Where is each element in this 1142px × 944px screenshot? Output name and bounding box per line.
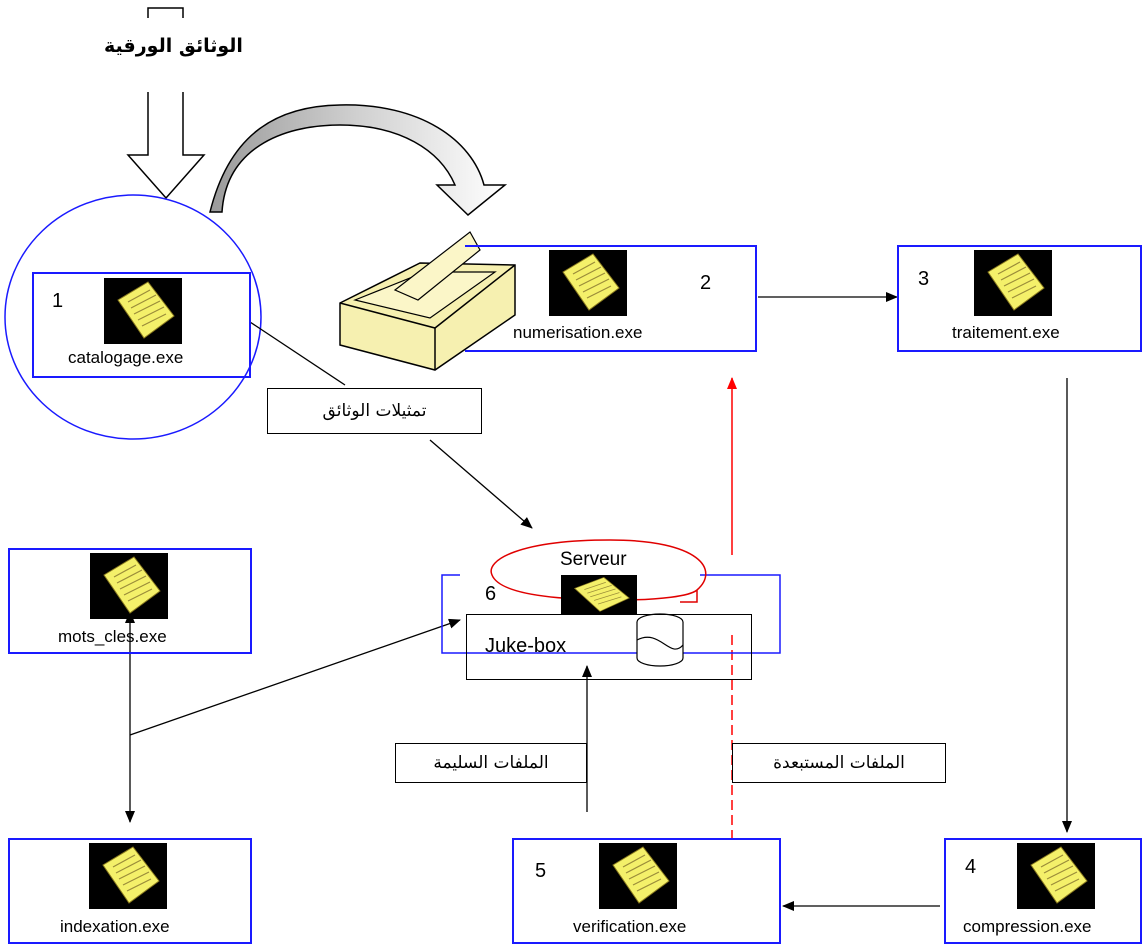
jukebox-label: Juke-box — [485, 635, 567, 657]
indexing-label: indexation.exe — [60, 917, 170, 936]
module-4-number: 4 — [965, 856, 977, 878]
note-rejected-files: الملفات المستبعدة — [732, 743, 946, 783]
module-5-label: verification.exe — [573, 917, 687, 936]
sticky-note-icon — [974, 250, 1052, 316]
sticky-note-icon — [599, 843, 677, 909]
module-traitement[interactable] — [897, 245, 1142, 352]
serveur-oval — [490, 539, 707, 603]
catalogage-circle — [4, 194, 262, 440]
index-to-server-arrow — [129, 618, 461, 736]
sticky-note-icon — [561, 575, 637, 615]
curved-transfer-arrow — [209, 104, 508, 217]
module-numerisation[interactable] — [465, 245, 757, 352]
sticky-note-icon — [89, 843, 167, 909]
server-box-outline — [441, 574, 781, 654]
scanner-icon — [339, 231, 516, 371]
module-3-number: 3 — [918, 268, 930, 290]
input-label: الوثائق الورقية — [104, 35, 243, 57]
module-catalogage[interactable] — [32, 272, 251, 378]
sticky-note-icon — [90, 553, 168, 619]
sticky-note-icon — [549, 250, 627, 316]
module-3-label: traitement.exe — [952, 323, 1060, 342]
input-down-arrow — [126, 92, 206, 200]
module-keywords[interactable] — [8, 548, 252, 654]
module-4-label: compression.exe — [963, 917, 1092, 936]
database-icon — [636, 613, 684, 667]
jukebox-box[interactable] — [466, 614, 752, 680]
server-label: Serveur — [560, 549, 627, 570]
module-2-number: 2 — [700, 272, 712, 294]
module-verification[interactable] — [512, 838, 781, 944]
note-representations: تمثيلات الوثائق — [267, 388, 482, 434]
catalog-to-note-line — [249, 321, 346, 386]
sticky-note-icon — [1017, 843, 1095, 909]
module-6-number: 6 — [485, 583, 497, 605]
module-1-label: catalogage.exe — [68, 348, 184, 367]
module-indexing[interactable] — [8, 838, 252, 944]
module-5-number: 5 — [535, 860, 547, 882]
top-bracket — [147, 7, 184, 18]
module-2-label: numerisation.exe — [513, 323, 643, 342]
sticky-note-icon — [104, 278, 182, 344]
catalog-to-server-arrow — [429, 439, 533, 529]
keywords-label: mots_cles.exe — [58, 627, 167, 646]
note-valid-files: الملفات السليمة — [395, 743, 587, 783]
module-compression[interactable] — [944, 838, 1142, 944]
module-1-number: 1 — [52, 290, 64, 312]
